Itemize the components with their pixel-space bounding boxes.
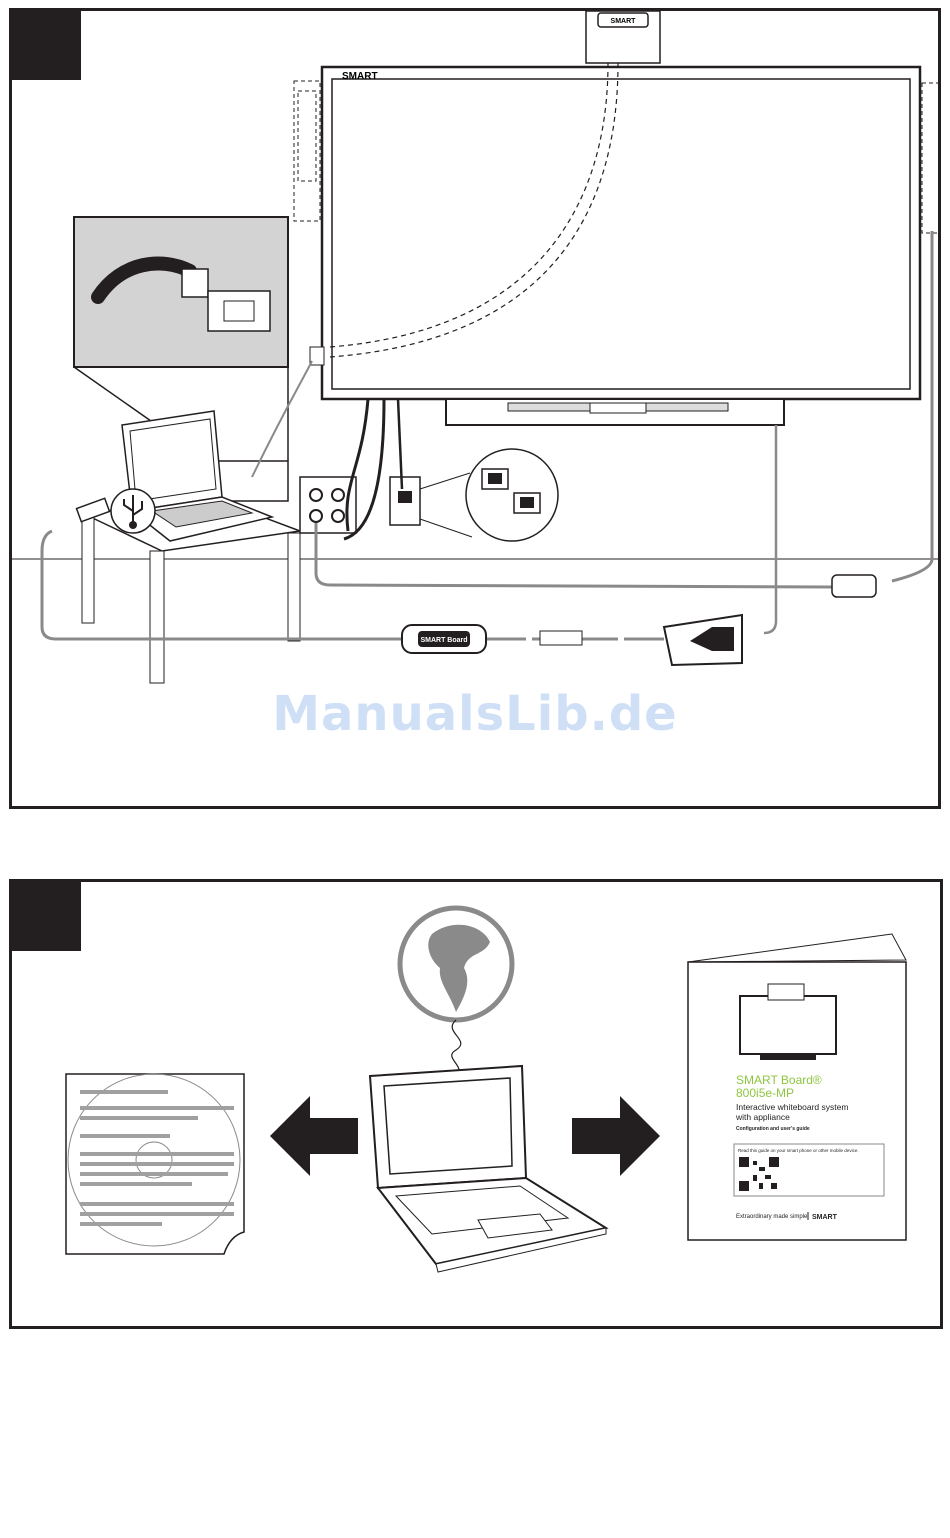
guide-brand: SMART Board®	[736, 1073, 822, 1087]
guide-doc-type: Configuration and user's guide	[736, 1126, 810, 1132]
user-guide-booklet: SMART Board® 800i5e-MP Interactive white…	[688, 934, 906, 1240]
software-cd	[66, 1074, 244, 1254]
guide-subtitle-line1: Interactive whiteboard system	[736, 1102, 848, 1112]
laptop	[370, 1066, 606, 1272]
guide-model: 800i5e-MP	[736, 1086, 794, 1100]
usb-extender-box: SMART Board	[402, 625, 486, 653]
guide-qr-caption: Read this guide on your smart phone or o…	[738, 1148, 859, 1153]
left-arrow	[270, 1096, 358, 1176]
projector: SMART	[586, 11, 660, 63]
right-arrow	[572, 1096, 660, 1176]
board-logo: SMART	[342, 71, 378, 82]
globe-icon	[400, 908, 512, 1020]
gc8-appliance	[664, 615, 742, 665]
interactive-whiteboard: SMART	[322, 63, 920, 425]
projector-logo: SMART	[611, 18, 637, 25]
guide-subtitle-line2: with appliance	[735, 1112, 790, 1122]
step-panel-documentation: SMART Board® 800i5e-MP Interactive white…	[9, 879, 943, 1329]
usb-icon	[111, 489, 155, 533]
qr-code-icon	[738, 1156, 780, 1192]
right-speaker	[922, 83, 938, 233]
guide-footer-logo: SMART	[812, 1214, 838, 1221]
cable-box-label: SMART Board	[420, 637, 467, 644]
inline-coupler	[540, 631, 582, 645]
guide-tagline: Extraordinary made simple	[736, 1214, 808, 1220]
documentation-diagram: SMART Board® 800i5e-MP Interactive white…	[12, 882, 940, 1326]
network-icon	[466, 449, 558, 541]
watermark: ManualsLib.de	[0, 686, 950, 742]
power-adapter	[832, 575, 876, 597]
